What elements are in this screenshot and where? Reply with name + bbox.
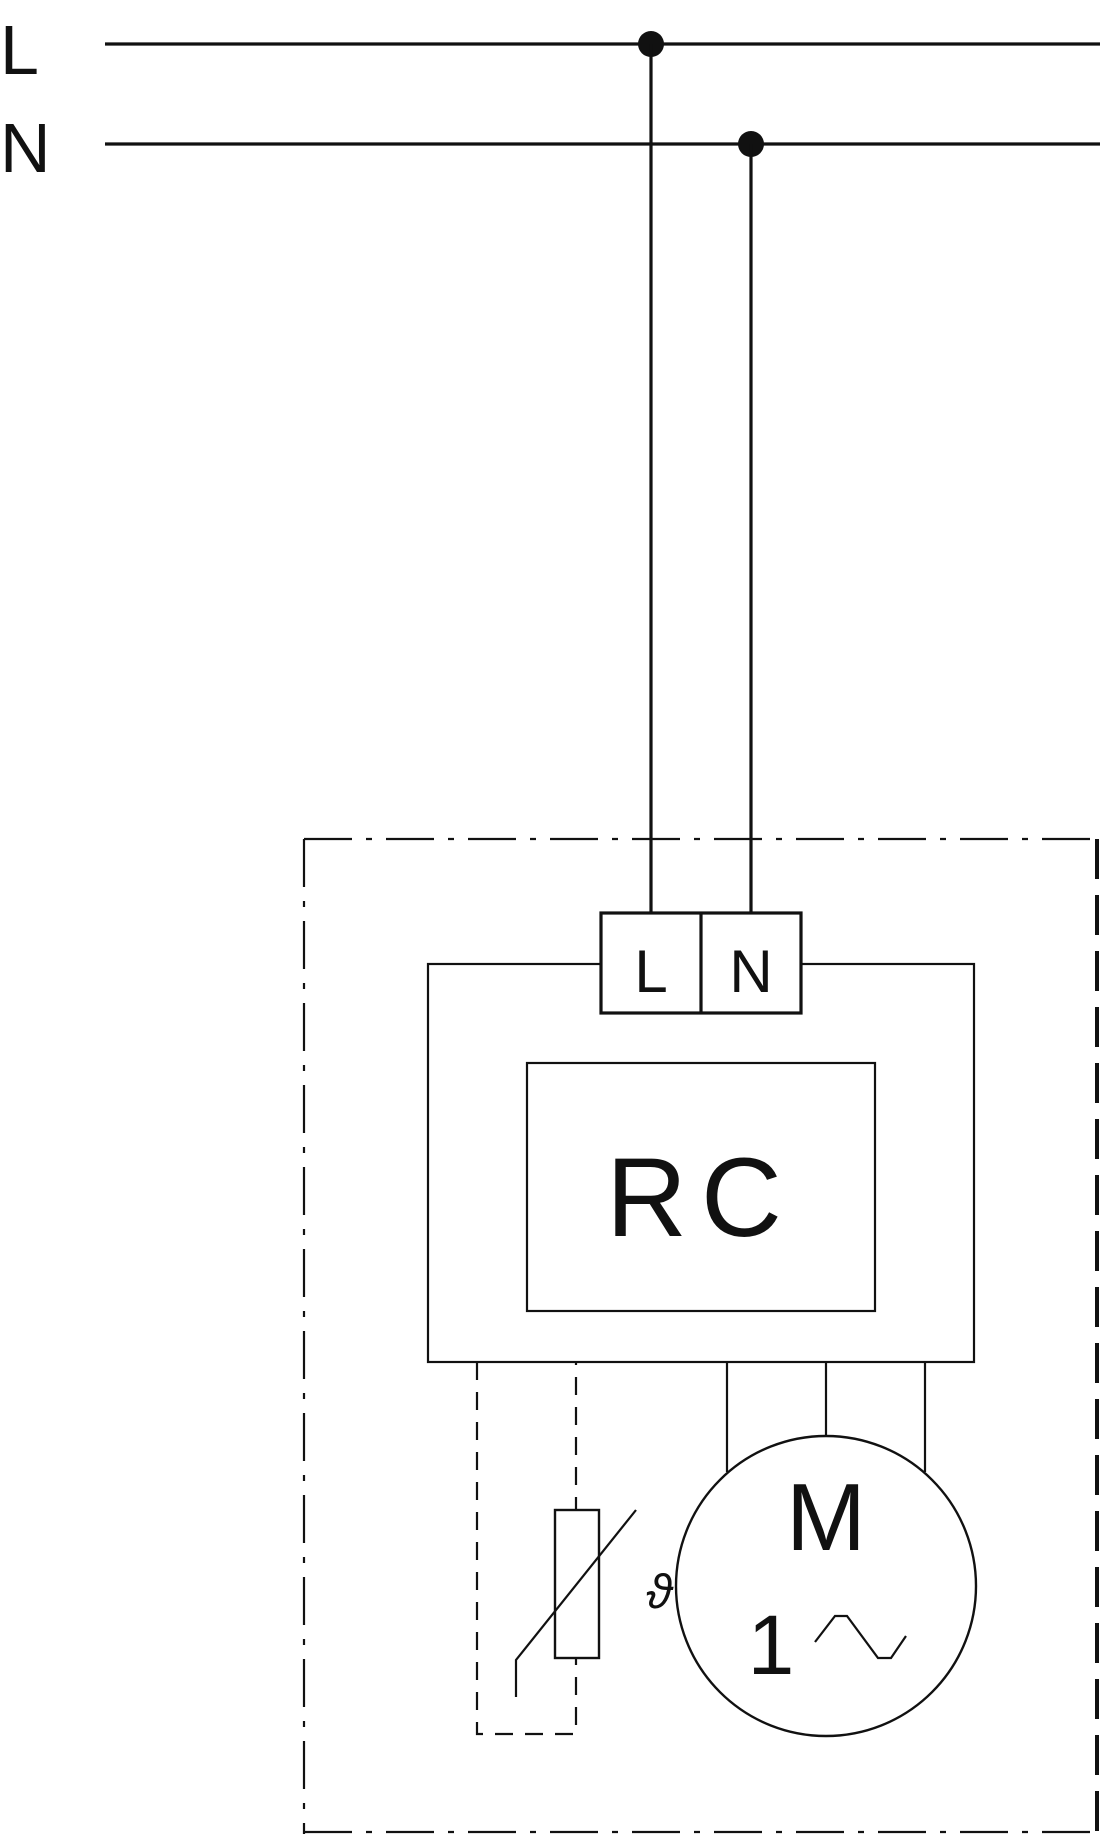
motor-label: M (786, 1464, 866, 1571)
motor-phase-label: 1 (748, 1598, 795, 1692)
controller-label: RC (606, 1135, 796, 1260)
thermistor-slash (514, 1509, 637, 1697)
terminal-line-label: L (634, 938, 667, 1005)
terminal-neutral-label: N (729, 938, 772, 1005)
sensor-lead-loop (475, 1362, 578, 1736)
supply-line-label: L (0, 11, 39, 89)
thermistor-body (553, 1508, 601, 1660)
ac-wave-icon (814, 1614, 907, 1660)
supply-neutral-label: N (0, 109, 51, 187)
temperature-symbol: ϑ (646, 1566, 674, 1619)
controller-display (525, 1061, 877, 1313)
motor-symbol (674, 1434, 978, 1738)
